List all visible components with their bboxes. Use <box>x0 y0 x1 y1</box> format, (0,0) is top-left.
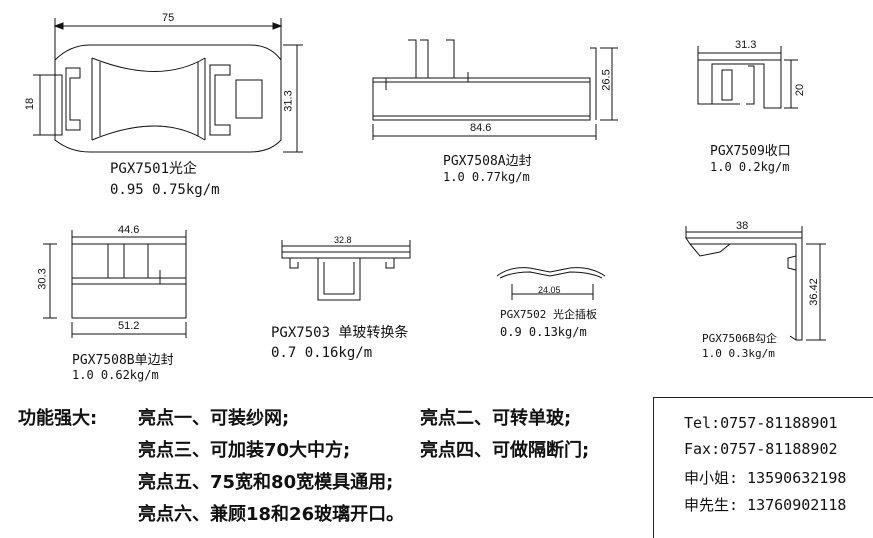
feature-item: 亮点一、可装纱网; <box>138 408 290 429</box>
contact-fax: Fax:0757-81188902 <box>684 440 838 458</box>
feature-item: 亮点二、可转单玻; <box>420 408 572 429</box>
dim-height: 36.42 <box>807 278 820 306</box>
profile-weight: 1.0 0.62kg/m <box>72 368 159 382</box>
dim-width: 31.3 <box>735 39 757 51</box>
feature-item: 亮点三、可加装70大中方; <box>138 440 351 461</box>
feature-item: 亮点六、兼顾18和26玻璃开口。 <box>138 504 405 525</box>
profile-name: PGX7508B单边封 <box>72 353 174 368</box>
dim-width: 75 <box>162 12 175 24</box>
profile-name: PGX7502 光企插板 <box>500 308 597 321</box>
profile-weight: 1.0 0.77kg/m <box>443 170 530 184</box>
profile-name: PGX7508A边封 <box>443 154 532 169</box>
profile-7503-drawing <box>281 240 411 301</box>
profile-7508b-drawing <box>43 230 187 338</box>
dim-height: 18 <box>24 97 37 111</box>
contact-tel: Tel:0757-81188901 <box>684 414 838 432</box>
profile-7508a-drawing <box>372 39 618 140</box>
contact-person-2: 申先生: 13760902118 <box>684 496 847 514</box>
dim-width: 84.6 <box>470 122 492 134</box>
profile-name: PGX7509收口 <box>710 144 791 159</box>
dim-width: 24.05 <box>538 285 561 295</box>
dim-depth: 31.3 <box>282 90 295 112</box>
contact-person-1: 申小姐: 13590632198 <box>684 469 847 487</box>
dim-width: 38 <box>736 220 749 232</box>
profile-7506-drawing <box>685 226 826 341</box>
profile-name: PGX7503 单玻转换条 <box>271 325 409 341</box>
profile-7502-drawing <box>496 267 606 300</box>
dim-width: 44.6 <box>118 224 140 236</box>
dim-height: 20 <box>794 83 807 97</box>
profile-weight: 0.9 0.13kg/m <box>500 325 587 339</box>
dim-height: 30.3 <box>36 268 49 290</box>
profile-weight: 0.95 0.75kg/m <box>110 182 220 198</box>
profile-7509-drawing <box>697 46 798 109</box>
profile-name: PGX7501光企 <box>110 161 198 177</box>
dim-height: 26.5 <box>600 69 613 91</box>
profile-name: PGX7506B勾企 <box>702 332 777 345</box>
profile-weight: 0.7 0.16kg/m <box>271 345 373 361</box>
contact-box <box>653 397 873 538</box>
dim-width: 32.8 <box>334 235 352 245</box>
features-heading: 功能强大: <box>18 408 98 429</box>
dim-bottom: 51.2 <box>118 320 140 332</box>
profile-weight: 1.0 0.3kg/m <box>702 347 775 360</box>
feature-item: 亮点五、75宽和80宽模具通用; <box>138 472 394 493</box>
feature-item: 亮点四、可做隔断门; <box>420 440 590 461</box>
profile-7501-drawing <box>33 18 303 153</box>
profile-weight: 1.0 0.2kg/m <box>710 160 790 174</box>
